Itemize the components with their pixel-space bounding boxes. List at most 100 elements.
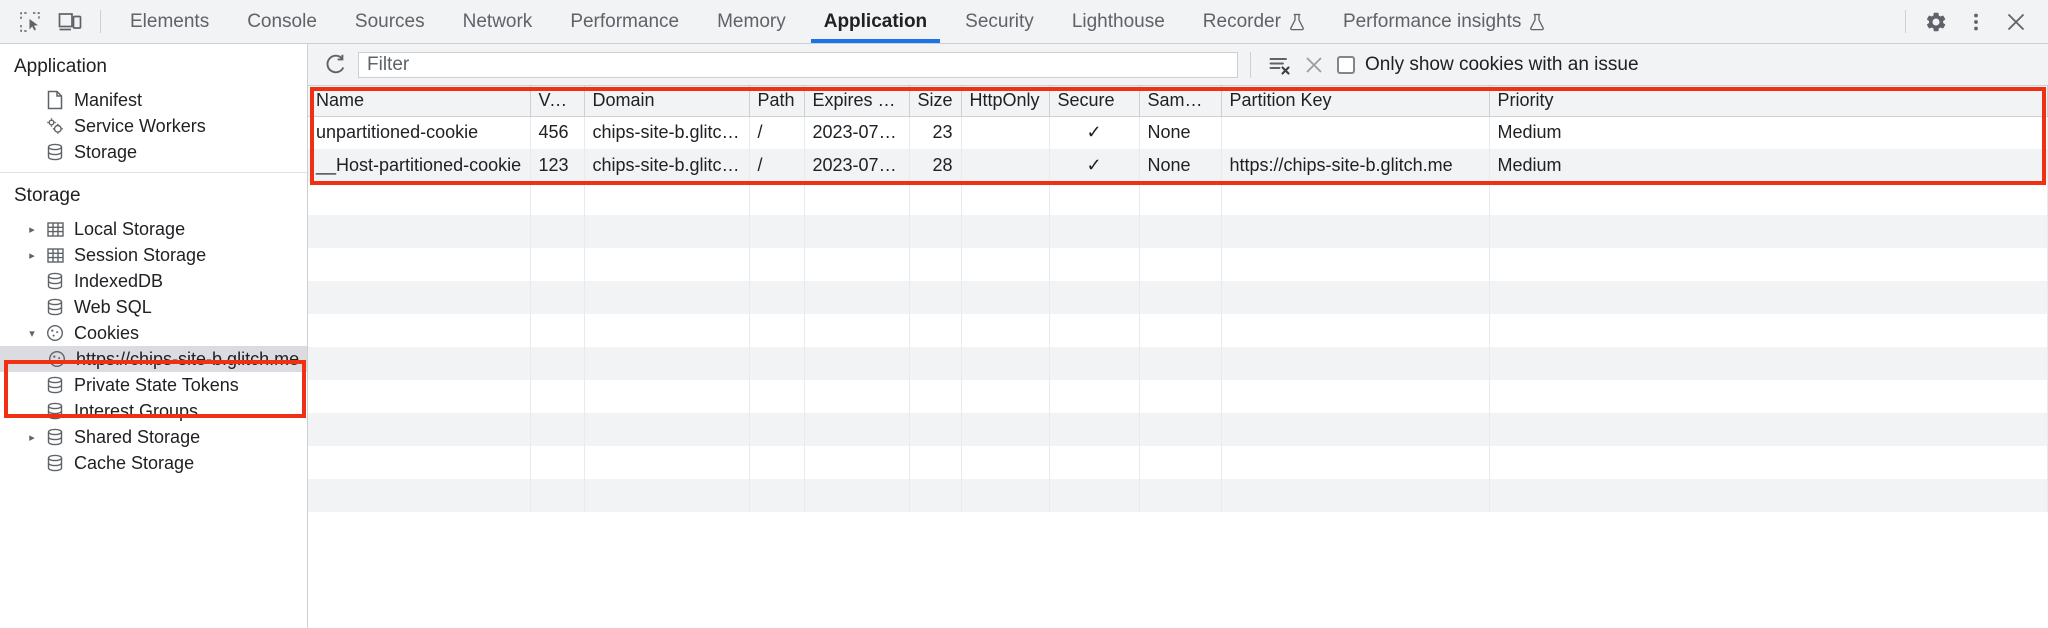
sidebar-item-label: Cache Storage <box>74 452 195 473</box>
database-icon <box>42 453 68 473</box>
tab-memory[interactable]: Memory <box>698 0 805 43</box>
sidebar-item-service-workers[interactable]: ▸ Service Workers <box>0 113 307 139</box>
tab-security[interactable]: Security <box>946 0 1053 43</box>
cell-value: 123 <box>530 149 585 182</box>
empty-row <box>308 281 2048 314</box>
column-header-partition-key[interactable]: Partition Key <box>1221 86 1490 117</box>
empty-row <box>308 215 2048 248</box>
column-header-priority[interactable]: Priority <box>1489 86 2048 117</box>
column-header-httponly[interactable]: HttpOnly <box>961 86 1050 117</box>
sidebar-item-local-storage[interactable]: ▸ Local Storage <box>0 216 307 242</box>
column-header-path[interactable]: Path <box>749 86 805 117</box>
tab-label: Application <box>823 10 928 32</box>
cell-expires: 2023-07-07… <box>804 116 910 149</box>
toolbar-right-controls <box>1895 0 2048 43</box>
clear-filtered-cookies-icon[interactable] <box>1263 50 1297 80</box>
column-header-samesite[interactable]: SameSite <box>1139 86 1222 117</box>
table-icon <box>42 246 68 265</box>
sidebar-item-cookie-origin[interactable]: https://chips-site-b.glitch.me <box>0 346 307 372</box>
clear-all-cookies-icon[interactable] <box>1297 50 1331 80</box>
devtools-body: Application ▸ Manifest ▸ <box>0 44 2048 628</box>
column-header-secure[interactable]: Secure <box>1049 86 1140 117</box>
cookie-icon <box>42 323 68 343</box>
tab-performance-insights[interactable]: Performance insights <box>1324 0 1564 43</box>
gear-icon[interactable] <box>1916 0 1956 43</box>
sidebar-item-web-sql[interactable]: ▸ Web SQL <box>0 294 307 320</box>
panel-tabs: Elements Console Sources Network Perform… <box>111 0 1895 43</box>
cookies-table-area: Name Value Domain Path Expires / M… Size… <box>308 86 2048 628</box>
sidebar-item-label: Session Storage <box>74 244 207 265</box>
sidebar-item-manifest[interactable]: ▸ Manifest <box>0 87 307 113</box>
sidebar-item-private-state-tokens[interactable]: ▸ Private State Tokens <box>0 372 307 398</box>
tab-label: Network <box>462 10 533 32</box>
filter-input[interactable] <box>358 51 1238 78</box>
cookies-table-empty-rows <box>308 182 2048 512</box>
sidebar-item-session-storage[interactable]: ▸ Session Storage <box>0 242 307 268</box>
sidebar-section-application-title: Application <box>14 56 107 77</box>
tab-console[interactable]: Console <box>228 0 336 43</box>
tab-recorder[interactable]: Recorder <box>1184 0 1324 43</box>
tab-performance[interactable]: Performance <box>551 0 698 43</box>
kebab-menu-icon[interactable] <box>1956 0 1996 43</box>
sidebar-item-cache-storage[interactable]: ▸ Cache Storage <box>0 450 307 476</box>
sidebar-item-label: IndexedDB <box>74 270 164 291</box>
database-icon <box>42 297 68 317</box>
column-header-value[interactable]: Value <box>530 86 585 117</box>
empty-row <box>308 248 2048 281</box>
tab-label: Performance <box>570 10 680 32</box>
database-icon <box>42 427 68 447</box>
cell-name: __Host-partitioned-cookie <box>308 149 531 182</box>
tab-label: Console <box>247 10 317 32</box>
cookies-filter-toolbar: Only show cookies with an issue <box>308 44 2048 86</box>
chevron-right-icon[interactable]: ▸ <box>29 249 35 262</box>
cookie-icon <box>44 349 70 369</box>
empty-row <box>308 380 2048 413</box>
sidebar-divider <box>0 172 307 173</box>
refresh-icon[interactable] <box>318 50 352 80</box>
table-row[interactable]: __Host-partitioned-cookie 123 chips-site… <box>308 149 2048 182</box>
empty-row <box>308 314 2048 347</box>
table-header-row: Name Value Domain Path Expires / M… Size… <box>308 86 2048 117</box>
tab-label: Sources <box>354 10 425 32</box>
twisty-placeholder: ▸ <box>22 457 42 470</box>
only-show-issues-checkbox-row[interactable]: Only show cookies with an issue <box>1337 54 1639 76</box>
sidebar-section-storage-title: Storage <box>14 185 81 206</box>
twisty-placeholder: ▸ <box>22 146 42 159</box>
cell-path: / <box>749 116 805 149</box>
chevron-down-icon[interactable]: ▾ <box>29 327 35 340</box>
sidebar-item-shared-storage[interactable]: ▸ Shared Storage <box>0 424 307 450</box>
table-icon <box>42 220 68 239</box>
column-header-size[interactable]: Size <box>909 86 962 117</box>
sidebar-item-label: Web SQL <box>74 296 152 317</box>
inspect-cursor-icon[interactable] <box>10 0 50 43</box>
sidebar-item-storage[interactable]: ▸ Storage <box>0 139 307 165</box>
empty-row <box>308 182 2048 215</box>
device-toolbar-icon[interactable] <box>50 0 90 43</box>
close-icon[interactable] <box>1996 0 2036 43</box>
cell-partition-key: https://chips-site-b.glitch.me <box>1221 149 1490 182</box>
experiment-flask-icon <box>1289 13 1305 31</box>
column-header-expires[interactable]: Expires / M… <box>804 86 910 117</box>
tab-sources[interactable]: Sources <box>336 0 444 43</box>
cell-path: / <box>749 149 805 182</box>
sidebar-item-interest-groups[interactable]: ▸ Interest Groups <box>0 398 307 424</box>
tab-label: Recorder <box>1202 10 1281 32</box>
sidebar-item-label: Manifest <box>74 89 143 110</box>
tab-lighthouse[interactable]: Lighthouse <box>1053 0 1184 43</box>
column-header-name[interactable]: Name <box>308 86 531 117</box>
column-header-domain[interactable]: Domain <box>584 86 750 117</box>
chevron-right-icon[interactable]: ▸ <box>29 223 35 236</box>
cell-secure: ✓ <box>1049 149 1140 182</box>
only-show-issues-checkbox[interactable] <box>1337 55 1355 74</box>
tab-network[interactable]: Network <box>444 0 552 43</box>
tab-elements[interactable]: Elements <box>111 0 228 43</box>
sidebar-item-cookies[interactable]: ▾ Cookies <box>0 320 307 346</box>
gears-icon <box>42 116 68 136</box>
table-row[interactable]: unpartitioned-cookie 456 chips-site-b.gl… <box>308 116 2048 149</box>
chevron-right-icon[interactable]: ▸ <box>29 431 35 444</box>
application-sidebar: Application ▸ Manifest ▸ <box>0 44 308 628</box>
tab-application[interactable]: Application <box>805 0 946 43</box>
tab-label: Security <box>965 10 1034 32</box>
sidebar-item-indexeddb[interactable]: ▸ IndexedDB <box>0 268 307 294</box>
